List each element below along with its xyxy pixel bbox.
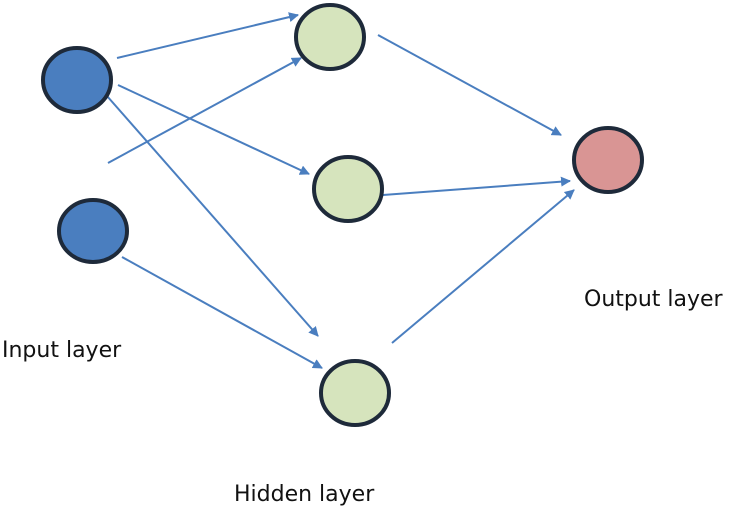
edge-hidden-1-to-output-1 xyxy=(377,34,562,136)
edges-group xyxy=(106,12,575,369)
hidden-3-node xyxy=(319,359,391,427)
hidden-1-node xyxy=(294,3,366,71)
output-layer-label: Output layer xyxy=(584,287,723,312)
nodes-group xyxy=(41,3,644,427)
output-1-node xyxy=(572,126,644,194)
edge-hidden-2-to-output-1 xyxy=(382,176,571,196)
edge-input-1-to-hidden-2 xyxy=(117,84,310,175)
edge-input-2-to-hidden-3 xyxy=(121,256,323,369)
edge-input-1-to-hidden-3 xyxy=(106,95,319,337)
edge-input-1-to-hidden-1 xyxy=(116,12,299,59)
edge-input-2-to-hidden-1 xyxy=(107,57,302,164)
input-layer-label: Input layer xyxy=(2,338,122,363)
input-2-node xyxy=(57,198,129,264)
edge-hidden-3-to-output-1 xyxy=(391,189,575,344)
input-1-node xyxy=(41,46,113,114)
hidden-layer-label: Hidden layer xyxy=(234,482,375,507)
hidden-2-node xyxy=(312,155,384,223)
